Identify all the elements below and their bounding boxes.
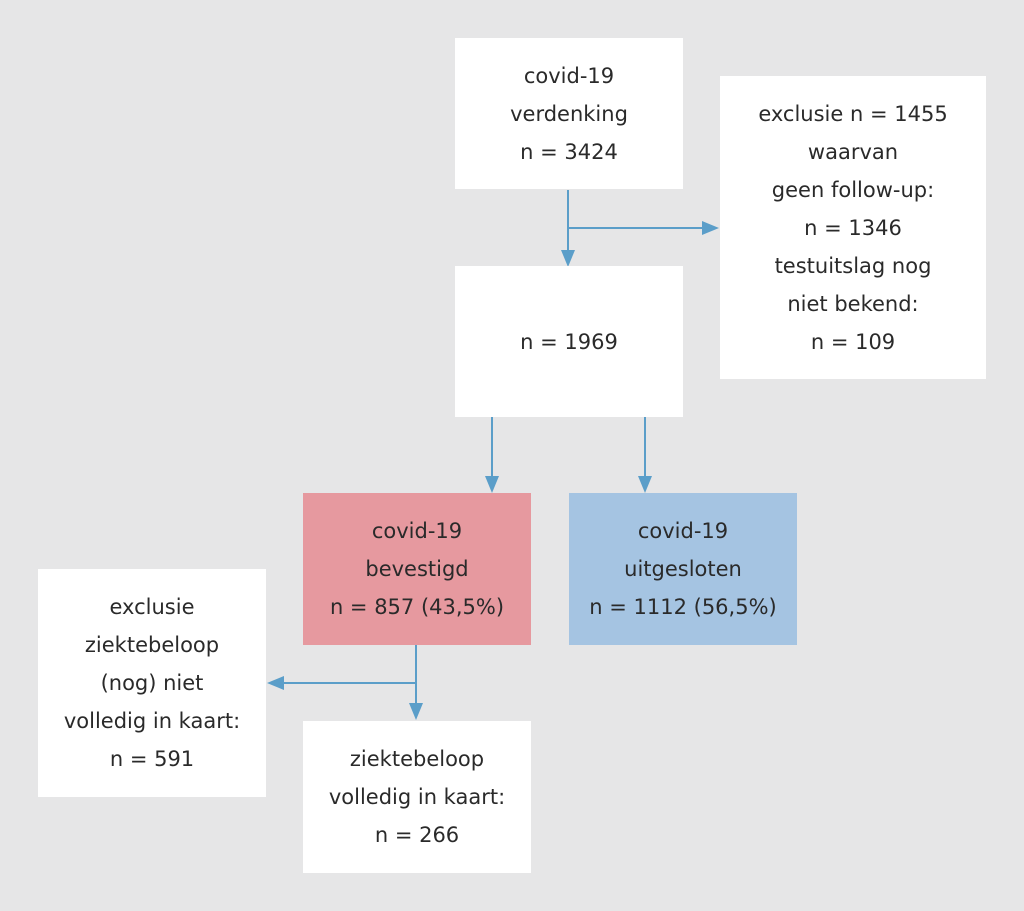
- suspicion-line-1: covid-19: [523, 63, 615, 88]
- exclusion-bottom-line-3: (nog) niet: [100, 671, 204, 695]
- exclusion-top-box: exclusie n = 1455 waarvan geen follow-up…: [720, 76, 986, 379]
- exclusion-bottom-count: n = 591: [109, 747, 195, 771]
- suspicion-line-2: verdenking: [510, 101, 628, 126]
- arrowhead-confirmed-to-complete: [409, 703, 423, 720]
- complete-line-1: ziektebeloop: [349, 747, 485, 771]
- confirmed-count: n = 857 (43,5%): [329, 595, 505, 619]
- exclusion-top-line-7: n = 109: [810, 329, 896, 354]
- exclusion-bottom-line-2: ziektebeloop: [84, 633, 220, 657]
- arrowhead-tested-to-confirmed: [485, 476, 499, 493]
- exclusion-bottom-line-4: volledig in kaart:: [63, 709, 241, 733]
- tested-box: n = 1969: [455, 266, 683, 417]
- confirmed-line-2: bevestigd: [365, 557, 469, 581]
- exclusion-top-line-4: n = 1346: [804, 215, 902, 240]
- complete-line-2: volledig in kaart:: [328, 785, 506, 809]
- excluded-line-1: covid-19: [637, 519, 729, 543]
- exclusion-top-line-5: testuitslag nog: [774, 253, 932, 278]
- arrowhead-tested-to-excluded: [638, 476, 652, 493]
- complete-count: n = 266: [374, 823, 460, 847]
- complete-box: ziektebeloop volledig in kaart: n = 266: [303, 721, 531, 873]
- exclusion-top-line-6: niet bekend:: [787, 291, 919, 316]
- suspicion-count: n = 3424: [520, 139, 618, 164]
- exclusion-top-line-1: exclusie n = 1455: [758, 101, 948, 126]
- excluded-box: covid-19 uitgesloten n = 1112 (56,5%): [569, 493, 797, 645]
- excluded-line-2: uitgesloten: [624, 557, 742, 581]
- arrowhead-to-exclusion-top: [702, 221, 719, 235]
- excluded-count: n = 1112 (56,5%): [589, 595, 777, 619]
- exclusion-bottom-line-1: exclusie: [109, 595, 195, 619]
- confirmed-box: covid-19 bevestigd n = 857 (43,5%): [303, 493, 531, 645]
- suspicion-box: covid-19 verdenking n = 3424: [455, 38, 683, 189]
- arrowhead-to-exclusion-bottom: [267, 676, 284, 690]
- exclusion-top-line-3: geen follow-up:: [771, 177, 935, 202]
- tested-count: n = 1969: [520, 329, 618, 354]
- exclusion-bottom-box: exclusie ziektebeloop (nog) niet volledi…: [38, 569, 266, 797]
- exclusion-top-line-2: waarvan: [807, 139, 899, 164]
- confirmed-line-1: covid-19: [371, 519, 463, 543]
- arrowhead-suspicion-to-tested: [561, 250, 575, 267]
